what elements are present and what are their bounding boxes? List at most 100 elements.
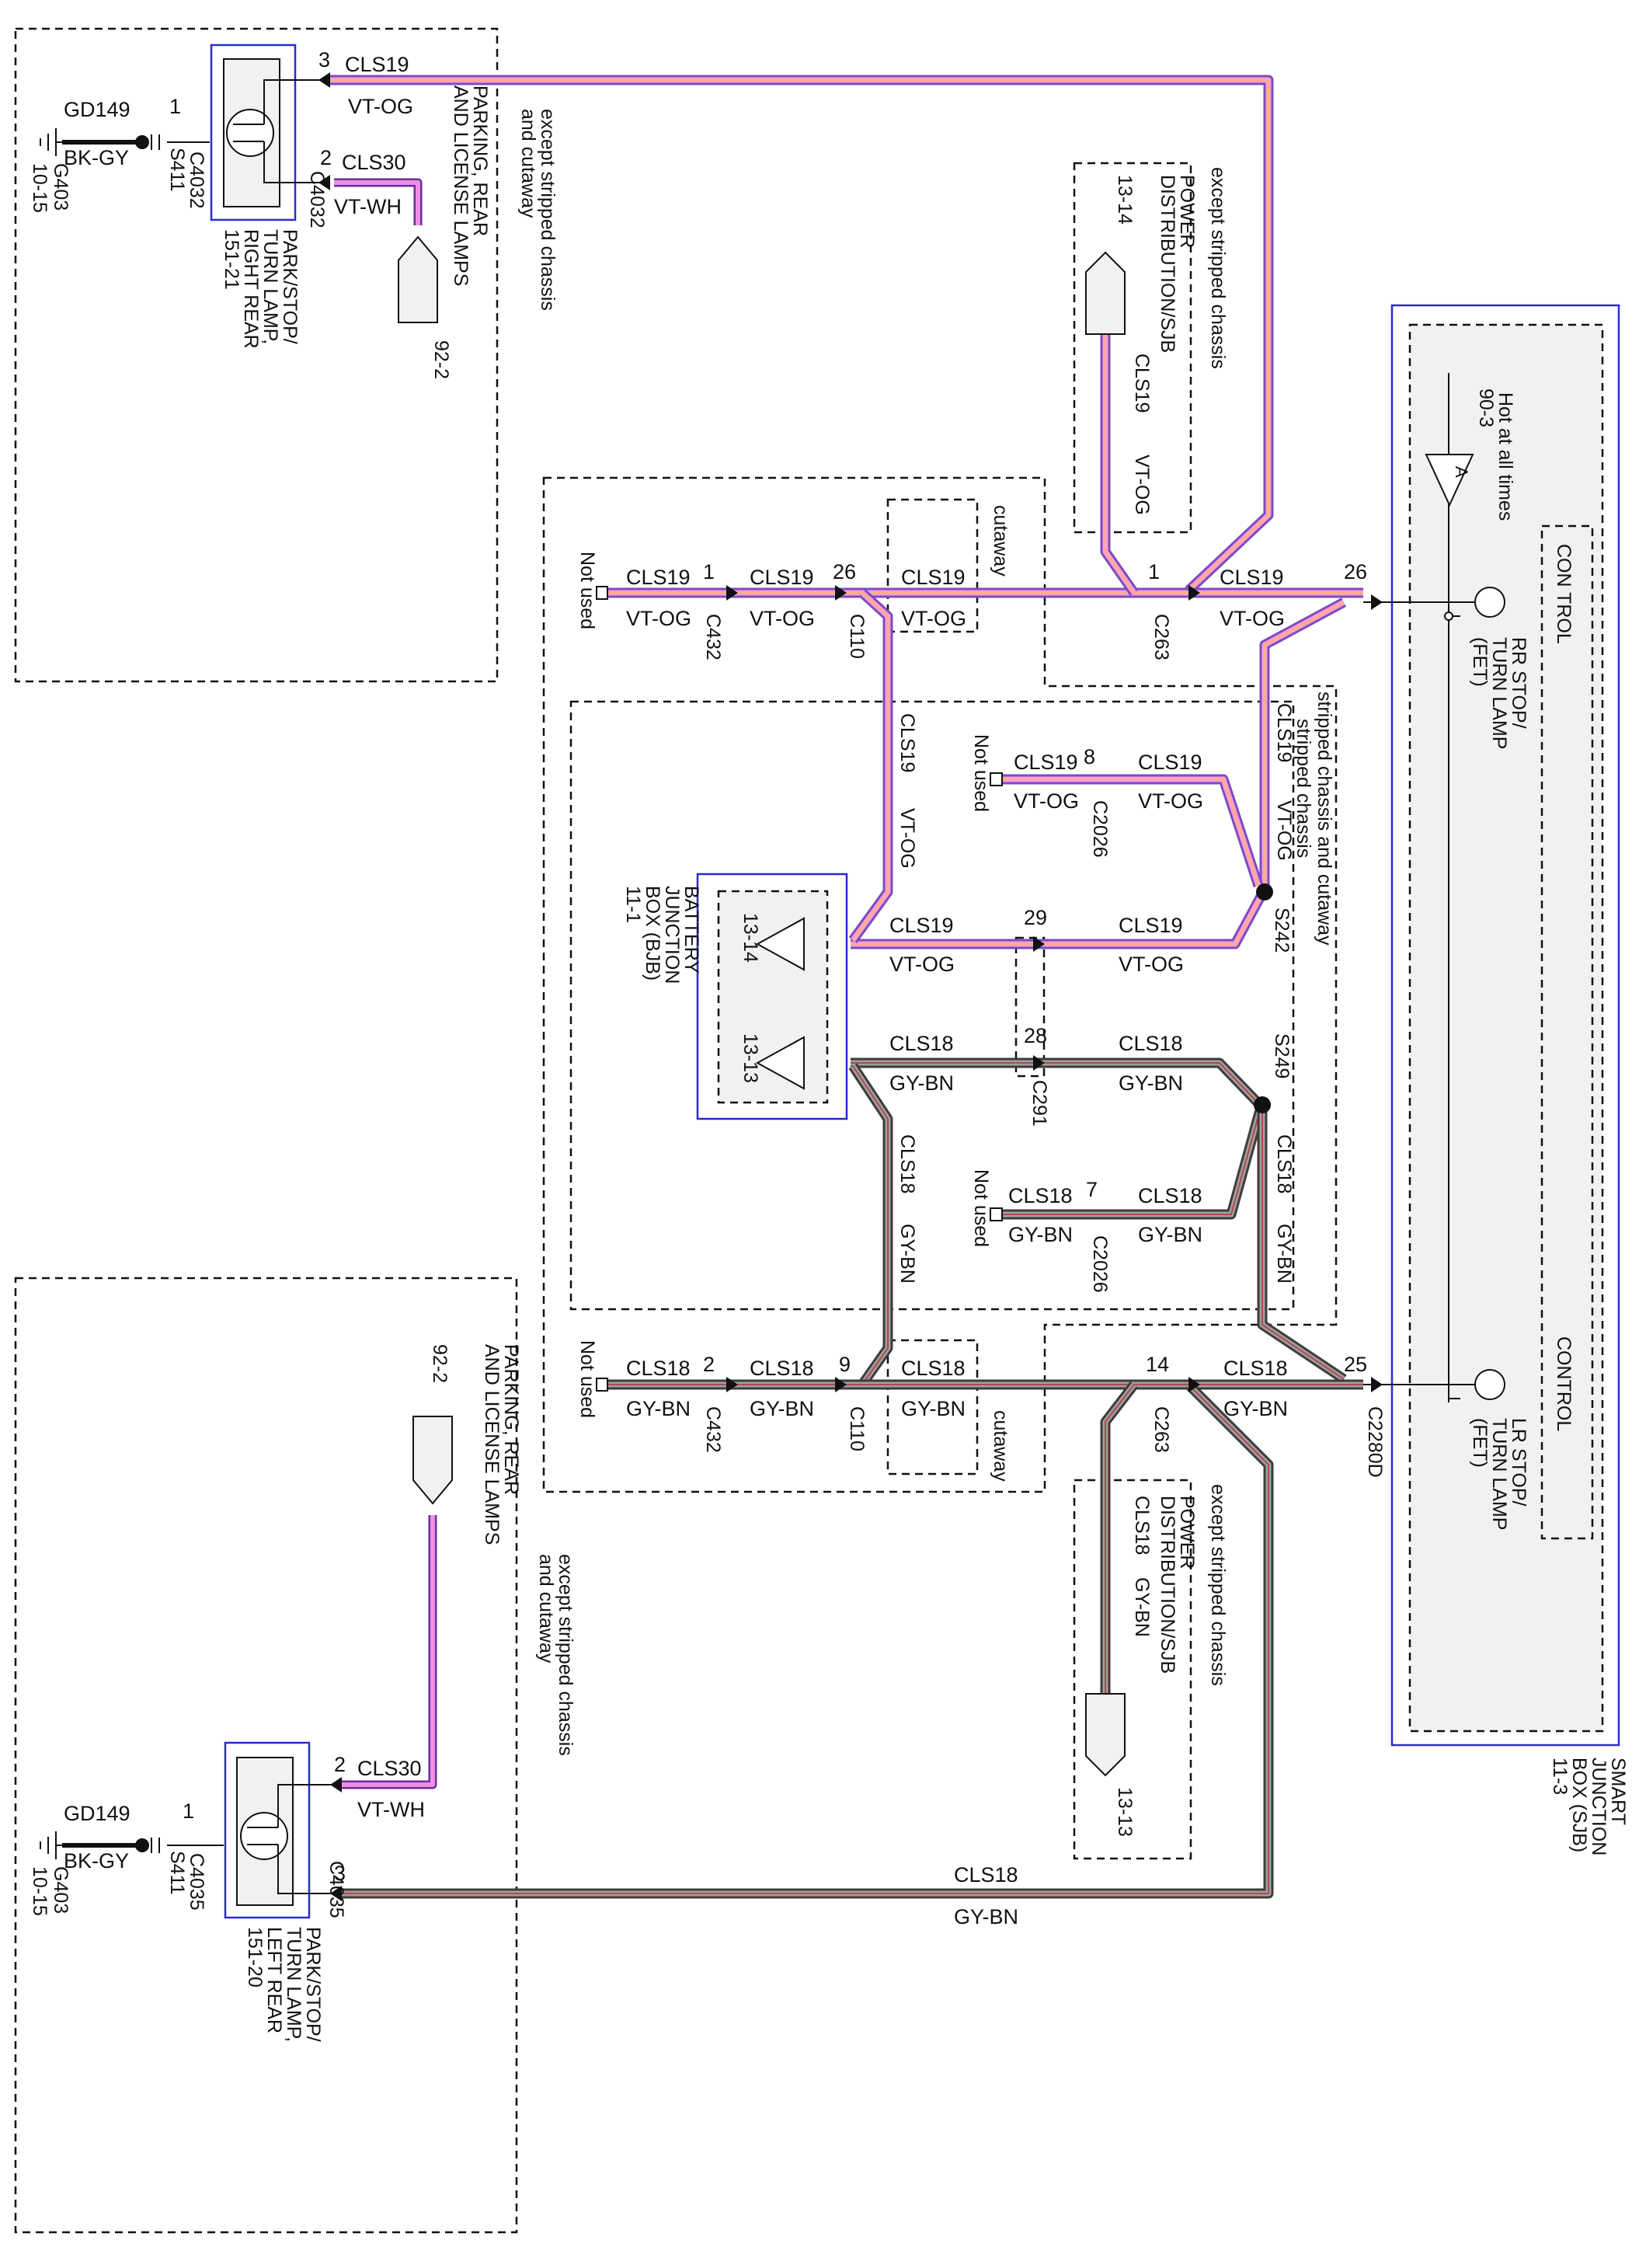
rr-parking-2: AND LICENSE LAMPS <box>450 85 472 286</box>
label-cls19-c432: CLS19 <box>626 566 691 589</box>
pdist-bottom-2: DISTRIBUTION/SJB <box>1157 1496 1178 1674</box>
label-gy-bn-c2026-left: GY-BN <box>1008 1223 1073 1246</box>
cutaway-region-top <box>542 476 1338 1493</box>
rr-lamp-name-2: TURN LAMP, <box>259 229 281 344</box>
not-used-stub-c432-1 <box>596 586 608 600</box>
lr-lamp-name-1: PARK/STOP/ <box>302 1927 324 2042</box>
label-vt-og-c2026-right: VT-OG <box>1138 789 1203 813</box>
g403-ref-rr: 10-15 <box>29 163 50 213</box>
not-used-stub-c432-2 <box>596 1378 608 1392</box>
vt-og-vertical-s242: VT-OG <box>1273 800 1295 861</box>
ref-90-3: 90-3 <box>1475 388 1497 427</box>
label-cls19-c110: CLS19 <box>750 566 814 589</box>
bjb-name-2: JUNCTION <box>661 886 683 984</box>
cls18-vertical-c110: CLS18 <box>896 1134 918 1193</box>
label-bk-gy-rr: BK-GY <box>64 146 129 169</box>
lr-fet-1: LR STOP/ <box>1508 1418 1529 1507</box>
rr-except-2: and cutaway <box>517 109 539 218</box>
pin-14-c263: 14 <box>1146 1353 1169 1376</box>
cls18-vertical-s249: CLS18 <box>1273 1134 1295 1193</box>
pdist-bottom-1: POWER <box>1176 1496 1198 1569</box>
not-used-c432-bottom: Not used <box>576 1340 598 1418</box>
rr-ground-connector <box>151 134 210 150</box>
pin-1-rr-ground: 1 <box>169 95 181 118</box>
pin-2-lr-lamp: 2 <box>334 1753 346 1776</box>
wire-cls18-lr-lamp <box>342 1381 1274 1899</box>
pin-26-c110: 26 <box>833 560 856 584</box>
label-cls19-bjb-left: CLS19 <box>889 914 954 937</box>
top-power-dist-labels: except stripped chassis POWER DISTRIBUTI… <box>1114 167 1229 515</box>
c4032-lamp-rr: C4032 <box>306 171 328 228</box>
not-used-stub-c2026-8 <box>990 772 1003 786</box>
c2280d-label: C2280D <box>1364 1406 1386 1478</box>
fuse-a-icon <box>1425 454 1474 507</box>
pdist-region-top <box>1073 162 1192 534</box>
label-cls18-c432: CLS18 <box>626 1357 691 1380</box>
rr-ref-92-2: 92-2 <box>430 340 452 379</box>
pin-8-c2026: 8 <box>1084 745 1095 768</box>
sjb-inner <box>1408 323 1604 1733</box>
pdist-bottom-gy-bn: GY-BN <box>1131 1577 1153 1637</box>
wire-cls19-pdist <box>1100 334 1139 596</box>
pin-28-c291: 28 <box>1024 1024 1047 1047</box>
pin-25-sjb: 25 <box>1344 1353 1367 1376</box>
bjb-name-4: 11-1 <box>622 886 644 923</box>
rr-parking-1: PARKING, REAR <box>469 85 491 236</box>
not-used-stub-c2026-7 <box>990 1207 1003 1221</box>
cls19-vertical-s242: CLS19 <box>1273 703 1295 762</box>
middle-labels: Not used C432 C110 cutaway C263 CLS19 VT… <box>576 505 1386 1482</box>
not-used-c2026-bottom: Not used <box>970 1169 992 1247</box>
label-gy-bn-c263: GY-BN <box>1223 1397 1288 1420</box>
lr-92-2-pentagon <box>412 1416 453 1505</box>
pin-2-c432-bottom: 2 <box>703 1353 715 1376</box>
sjb-name-1: SMART <box>1607 1758 1629 1825</box>
bjb-name-3: BOX (BJB) <box>642 886 663 981</box>
label-vt-og-rr-lamp: VT-OG <box>348 95 413 118</box>
s242-label: S242 <box>1271 908 1293 953</box>
sjb-box <box>1390 304 1620 1747</box>
con-trol-label: CON TROL <box>1553 544 1575 644</box>
lr-lamp-region <box>14 1277 518 2234</box>
wire-cls19-c2026 <box>1002 774 1264 888</box>
pdist-13-13-pentagon <box>1085 1693 1126 1777</box>
g403-rr: G403 <box>50 163 71 211</box>
pdist-bottom-except: except stripped chassis <box>1207 1484 1229 1686</box>
rr-fet-3: (FET) <box>1469 637 1491 687</box>
label-cls18-lr-lamp: CLS18 <box>954 1863 1018 1887</box>
sjb-labels: Hot at all times 90-3 A CON TROL CONTROL… <box>1452 388 1629 1855</box>
label-vt-og-c263: VT-OG <box>1220 607 1285 630</box>
lr-lamp-box <box>224 1741 311 1919</box>
rr-except-1: except stripped chassis <box>537 109 559 311</box>
label-vt-wh-lr-lamp: VT-WH <box>357 1798 425 1821</box>
ground-g403-rr-icon <box>40 128 62 156</box>
c4032-ground-rr: C4032 <box>186 152 207 209</box>
arrowheads <box>318 72 1383 1901</box>
label-gy-bn-bjb-left: GY-BN <box>889 1071 954 1095</box>
label-gd149-rr: GD149 <box>64 98 130 121</box>
splice-s411-rr <box>135 135 149 149</box>
s249-label: S249 <box>1271 1033 1293 1078</box>
lr-fet-2: TURN LAMP <box>1488 1418 1510 1530</box>
wire-cls19-s242 <box>1259 597 1347 892</box>
label-cls18-c263: CLS18 <box>1223 1357 1288 1380</box>
c263-bottom: C263 <box>1150 1406 1172 1453</box>
lr-lamp-name-3: LEFT REAR <box>263 1927 285 2033</box>
wire-cls30-lr <box>342 1515 437 1789</box>
cutaway-bottom: cutaway <box>990 1410 1011 1482</box>
s411-lr: S411 <box>166 1851 188 1895</box>
rr-lamp-name-4: 151-21 <box>221 229 242 290</box>
label-vt-og-cutaway-top: VT-OG <box>901 607 966 630</box>
sjb-name-2: JUNCTION <box>1588 1758 1609 1855</box>
label-cls30-lr-lamp: CLS30 <box>357 1757 422 1780</box>
label-cls19-rr-lamp: CLS19 <box>345 53 409 76</box>
label-cls19-c2026-left: CLS19 <box>1014 751 1078 774</box>
lr-fet-3: (FET) <box>1469 1418 1491 1468</box>
pdist-bottom-cls18: CLS18 <box>1131 1496 1153 1555</box>
pin-1-c263-top: 1 <box>1148 560 1160 584</box>
g403-lr: G403 <box>50 1866 71 1914</box>
pdist-top-vt-og: VT-OG <box>1131 455 1153 515</box>
lr-parking-1: PARKING, REAR <box>500 1344 522 1495</box>
rr-fet-1: RR STOP/ <box>1508 637 1529 729</box>
bjb-labels: 13-14 13-13 BATTERY JUNCTION BOX (BJB) 1… <box>622 886 761 1083</box>
lr-except-2: and cutaway <box>535 1554 557 1664</box>
